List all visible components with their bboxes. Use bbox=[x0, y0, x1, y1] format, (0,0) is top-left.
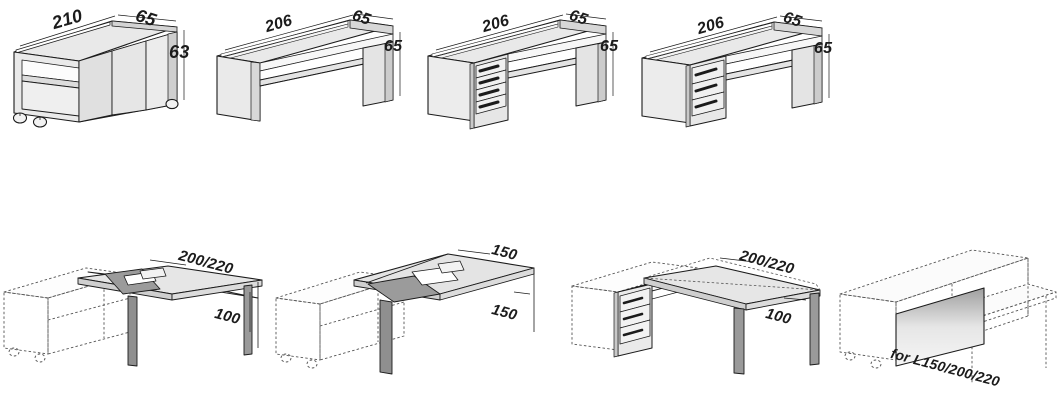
dim-unit2-height: 65 bbox=[384, 38, 403, 55]
dim-unit4-height: 65 bbox=[814, 40, 833, 57]
figure-desk-with-pedestal-200-220 bbox=[548, 236, 838, 376]
figure-bench-desk-150 bbox=[262, 236, 542, 376]
figure-modesty-panel bbox=[832, 236, 1058, 386]
figure-desk-with-sideboard-200-220 bbox=[0, 236, 270, 368]
figure-credenza-4-drawer-206 bbox=[418, 8, 623, 133]
dim-unit1-height: 63 bbox=[169, 42, 190, 62]
figure-open-credenza-206 bbox=[205, 8, 405, 128]
dim-unit3-height: 65 bbox=[600, 38, 619, 55]
figure-sideboard-mobile-210 bbox=[0, 4, 205, 136]
figure-credenza-3-drawer-206 bbox=[630, 8, 840, 133]
